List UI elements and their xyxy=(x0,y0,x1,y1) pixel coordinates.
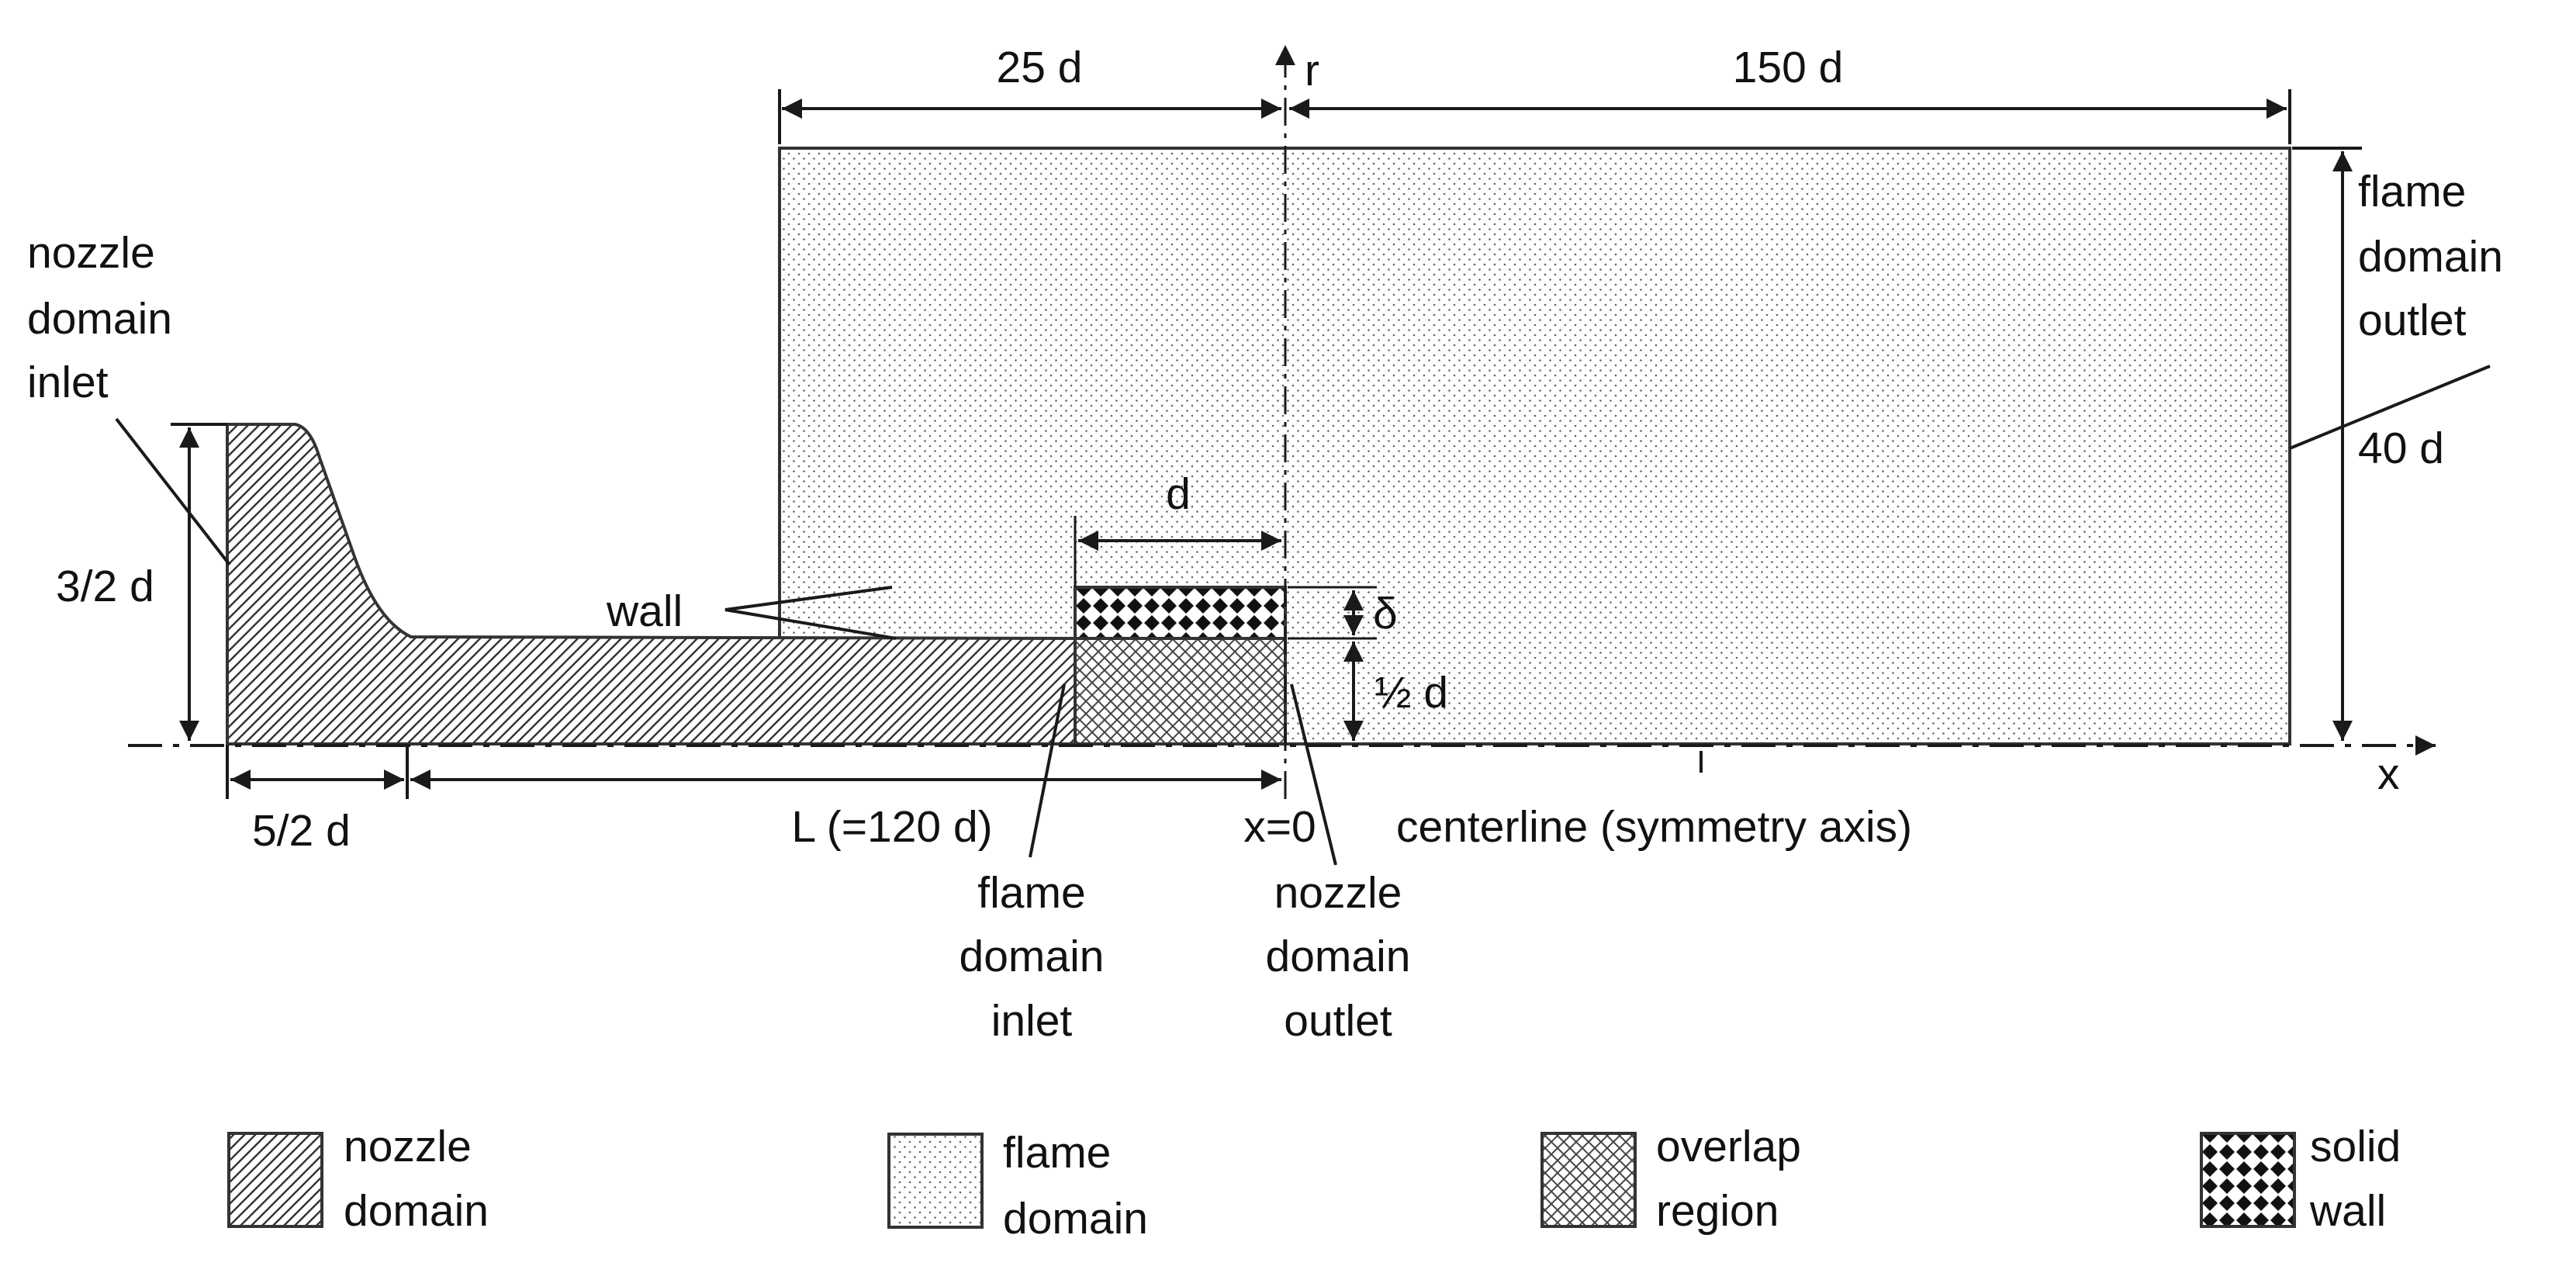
legend-item-nozzle-domain: nozzle domain xyxy=(227,1122,489,1236)
wall-leader xyxy=(724,586,897,640)
legend-label-solid-wall-1: solid xyxy=(2310,1122,2401,1171)
flame-outlet-label-3: outlet xyxy=(2358,296,2467,345)
nozzle-inlet-label-3: inlet xyxy=(27,358,109,407)
dim-40d-label: 40 d xyxy=(2358,424,2444,473)
axis-x-label: x xyxy=(2377,749,2400,799)
legend-swatch-solid-wall xyxy=(2200,1132,2296,1228)
legend-label-nozzle-domain-1: nozzle xyxy=(344,1122,472,1171)
overlap-region xyxy=(1074,637,1287,745)
nozzle-inlet-leader xyxy=(115,417,231,566)
legend-label-flame-domain-2: domain xyxy=(1003,1194,1148,1244)
legend-item-overlap-region: overlap region xyxy=(1540,1122,1801,1236)
flame-inlet-label-2: domain xyxy=(960,932,1105,981)
x-zero-label: x=0 xyxy=(1243,802,1316,852)
nozzle-outlet-leader xyxy=(1290,683,1337,866)
legend-label-overlap-region-1: overlap xyxy=(1656,1122,1801,1171)
dim-5-2d-label: 5/2 d xyxy=(252,806,351,856)
legend-label-nozzle-domain-2: domain xyxy=(344,1186,489,1236)
legend-swatch-overlap-region xyxy=(1540,1132,1637,1228)
nozzle-outlet-label-2: domain xyxy=(1266,932,1411,981)
nozzle-outlet-label-1: nozzle xyxy=(1274,868,1402,918)
legend-swatch-nozzle-domain xyxy=(227,1132,323,1228)
dim-delta-label: δ xyxy=(1373,589,1398,638)
axis-r-label: r xyxy=(1305,46,1319,95)
flame-inlet-label-1: flame xyxy=(977,868,1085,918)
legend-label-overlap-region-2: region xyxy=(1656,1186,1779,1236)
dim-25d-label: 25 d xyxy=(997,43,1083,92)
nozzle-inlet-label-1: nozzle xyxy=(27,228,155,278)
nozzle-outlet-label-3: outlet xyxy=(1284,996,1392,1046)
legend: nozzle domain flame domain overlap regio… xyxy=(227,1122,2401,1244)
solid-wall-region xyxy=(1074,586,1287,640)
dim-half-d-label: ½ d xyxy=(1374,668,1448,718)
flame-outlet-label-1: flame xyxy=(2358,167,2466,216)
nozzle-domain-region xyxy=(226,423,1077,745)
legend-swatch-flame-domain xyxy=(887,1133,984,1229)
nozzle-inlet-label-2: domain xyxy=(27,294,172,344)
legend-label-solid-wall-2: wall xyxy=(2309,1186,2386,1236)
legend-item-flame-domain: flame domain xyxy=(887,1128,1148,1244)
flame-outlet-label-2: domain xyxy=(2358,232,2503,282)
flame-inlet-label-3: inlet xyxy=(991,996,1073,1046)
dim-150d-label: 150 d xyxy=(1733,43,1844,92)
centerline-label: centerline (symmetry axis) xyxy=(1396,802,1912,852)
flame-inlet-leader xyxy=(1029,683,1066,858)
legend-label-flame-domain-1: flame xyxy=(1003,1128,1111,1178)
legend-item-solid-wall: solid wall xyxy=(2200,1122,2401,1236)
dim-d-label: d xyxy=(1166,469,1191,519)
wall-label: wall xyxy=(606,586,683,636)
dim-L-label: L (=120 d) xyxy=(791,802,992,852)
dim-3-2d-label: 3/2 d xyxy=(56,562,154,611)
flame-outlet-leader xyxy=(2289,365,2491,450)
